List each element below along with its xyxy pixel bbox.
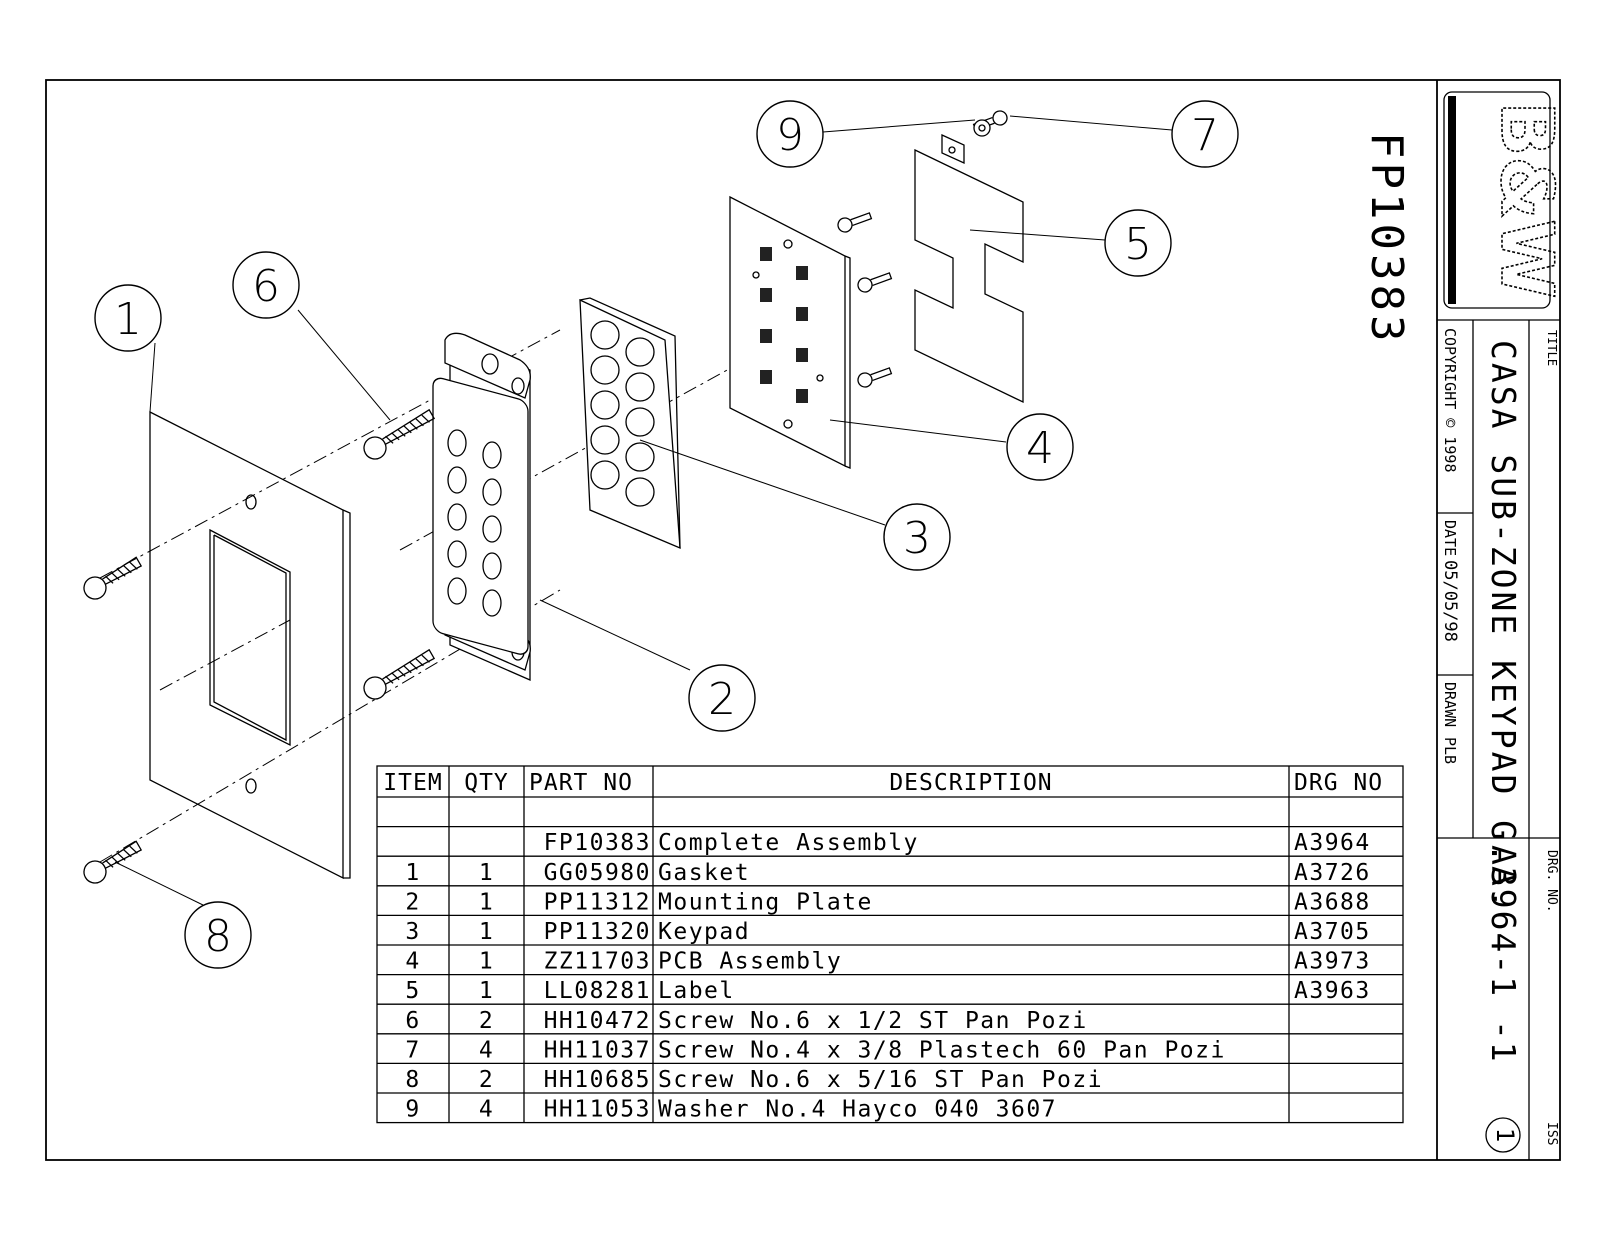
table-cell: FP10383 (544, 830, 651, 856)
balloon-7 (1171, 100, 1239, 168)
table-cell: 1 (479, 949, 494, 975)
table-cell: 1 (479, 919, 494, 945)
issue-value: 1 (1491, 1128, 1519, 1142)
table-header: DESCRIPTION (889, 770, 1052, 796)
table-cell: Keypad (658, 919, 750, 945)
table-cell: 1 (479, 978, 494, 1004)
table-cell: HH10472 (544, 1008, 651, 1034)
balloon-1-label: 1 (114, 294, 142, 345)
balloon-5-label: 5 (1124, 219, 1152, 270)
table-cell: 4 (405, 949, 420, 975)
balloon-9 (756, 100, 824, 168)
drawn-label: DRAWN (1441, 682, 1459, 727)
table-frame (376, 765, 1404, 1124)
table-cell: 7 (405, 1037, 420, 1063)
table-cell: 1 (405, 860, 420, 886)
balloon-2-label: 2 (708, 674, 736, 725)
table-cell: 3 (405, 919, 420, 945)
table-cell: Complete Assembly (658, 830, 919, 856)
table-header: ITEM (383, 770, 442, 796)
table-cell: 2 (479, 1008, 494, 1034)
table-cell: Washer No.4 Hayco 040 3607 (658, 1097, 1057, 1123)
part-label (914, 133, 1024, 404)
sheet-border (45, 79, 1561, 1161)
table-cell: PP11320 (544, 919, 651, 945)
table-cell: A3688 (1294, 889, 1371, 915)
table-cell: A3973 (1294, 949, 1371, 975)
table-cell: 5 (405, 978, 420, 1004)
table-cell: Screw No.4 x 3/8 Plastech 60 Pan Pozi (658, 1037, 1226, 1063)
balloon-5 (1104, 209, 1172, 277)
table-cell: 4 (479, 1037, 494, 1063)
parts-list-table: ITEM QTY PART NO DESCRIPTION DRG NO FP10383 Co… (376, 765, 1404, 1124)
balloon-7-label: 7 (1191, 110, 1219, 161)
table-cell: A3964 (1294, 830, 1371, 856)
table-cell: ZZ11703 (544, 949, 651, 975)
table-cell: PCB Assembly (658, 949, 842, 975)
balloon-9-label: 9 (776, 110, 804, 161)
table-cell: Screw No.6 x 1/2 ST Pan Pozi (658, 1008, 1088, 1034)
table-cell: 4 (479, 1097, 494, 1123)
balloon-2 (688, 664, 756, 732)
table-cell: Gasket (658, 860, 750, 886)
table-cell: Mounting Plate (658, 889, 873, 915)
table-cell: A3963 (1294, 978, 1371, 1004)
date-value: 05/05/98 (1440, 560, 1460, 642)
table-cell: 1 (479, 889, 494, 915)
table-cell: 9 (405, 1097, 420, 1123)
balloon-8-label: 8 (204, 911, 232, 962)
table-cell: GG05980 (544, 860, 651, 886)
part-mounting-plate (432, 332, 531, 681)
balloon-8 (184, 901, 252, 969)
part-pcb (729, 195, 851, 469)
date-label: DATE (1441, 520, 1459, 556)
balloon-3-label: 3 (903, 513, 931, 564)
title-label: TITLE (1545, 330, 1559, 366)
copyright-text: COPYRIGHT © 1998 (1441, 328, 1459, 473)
balloon-6 (232, 251, 300, 319)
drg-no-label: DRG. NO. (1544, 850, 1559, 913)
table-cell: Label (658, 978, 735, 1004)
balloons: 1 2 3 4 5 6 7 8 9 (94, 100, 1239, 969)
balloon-6-label: 6 (252, 261, 280, 312)
table-cell: 2 (405, 889, 420, 915)
table-cell: 1 (479, 860, 494, 886)
part-keypad (579, 297, 681, 550)
balloon-4-label: 4 (1026, 423, 1054, 474)
table-cell: LL08281 (544, 978, 651, 1004)
drawing-number-vertical: FP10383 (1361, 132, 1412, 345)
table-cell: A3726 (1294, 860, 1371, 886)
table-header: PART NO (529, 770, 633, 796)
table-header: QTY (464, 770, 509, 796)
table-cell: HH11037 (544, 1037, 651, 1063)
part-cover-plate (149, 410, 351, 880)
iss-label: ISS (1544, 1122, 1559, 1145)
balloon-4 (1006, 413, 1074, 481)
table-cell: PP11312 (544, 889, 651, 915)
table-cell: A3705 (1294, 919, 1371, 945)
table-header: DRG NO (1294, 770, 1383, 796)
table-cell: 8 (405, 1067, 420, 1093)
table-cell: Screw No.6 x 5/16 ST Pan Pozi (658, 1067, 1103, 1093)
logo: B&W (1443, 91, 1570, 309)
table-cell: 6 (405, 1008, 420, 1034)
table-cell: HH11053 (544, 1097, 651, 1123)
issue-circle (1485, 1117, 1521, 1153)
balloon-1 (94, 284, 162, 352)
drg-no-value: A3964-1 -1 (1484, 845, 1523, 1064)
logo-text: B&W (1485, 101, 1569, 298)
table-cell: HH10685 (544, 1067, 651, 1093)
table-cell: 2 (479, 1067, 494, 1093)
drawing-title: CASA SUB-ZONE KEYPAD G.A. (1484, 340, 1523, 912)
drawn-value: PLB (1441, 737, 1459, 764)
balloon-3 (883, 503, 951, 571)
screws (83, 110, 1008, 884)
